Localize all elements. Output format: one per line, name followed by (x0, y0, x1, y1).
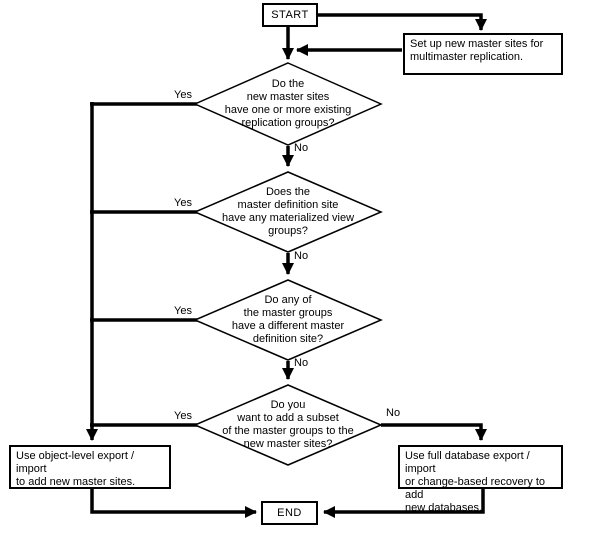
connector-no-outcome-to-end (323, 488, 485, 518)
decision-4-yes-label: Yes (174, 410, 192, 422)
decision-4-no-label: No (386, 407, 401, 419)
decision-1-no-label: No (294, 142, 309, 154)
decision-2-yes-label: Yes (174, 197, 192, 209)
decision-4-question: Do you want to add a subset of the maste… (222, 399, 354, 450)
connector-start-to-setup (318, 13, 487, 31)
no-outcome-box: Use full database export / import or cha… (398, 445, 563, 514)
decision-3-diamond (193, 279, 383, 361)
decision-2-no-label: No (294, 250, 309, 262)
end-node: END (261, 501, 318, 525)
decision-2-diamond (193, 171, 383, 253)
decision-1-yes-label: Yes (174, 89, 192, 101)
decision-3-question: Do any of the master groups have a diffe… (231, 294, 345, 345)
setup-step-box: Set up new master sites for multimaster … (403, 33, 563, 75)
decision-1-question: Do the new master sites have one or more… (224, 78, 352, 129)
yes-outcome-box: Use object-level export / import to add … (9, 445, 171, 489)
connector-yes-outcome-to-end (90, 488, 257, 518)
decision-3-no-label: No (294, 357, 309, 369)
connector-decision-4-no (381, 423, 487, 441)
decision-3-yes-label: Yes (174, 305, 192, 317)
start-node: START (262, 3, 318, 27)
decision-1-diamond (193, 62, 383, 146)
decision-2-question: Does the master definition site have any… (221, 186, 355, 237)
decision-4-diamond (193, 384, 383, 466)
